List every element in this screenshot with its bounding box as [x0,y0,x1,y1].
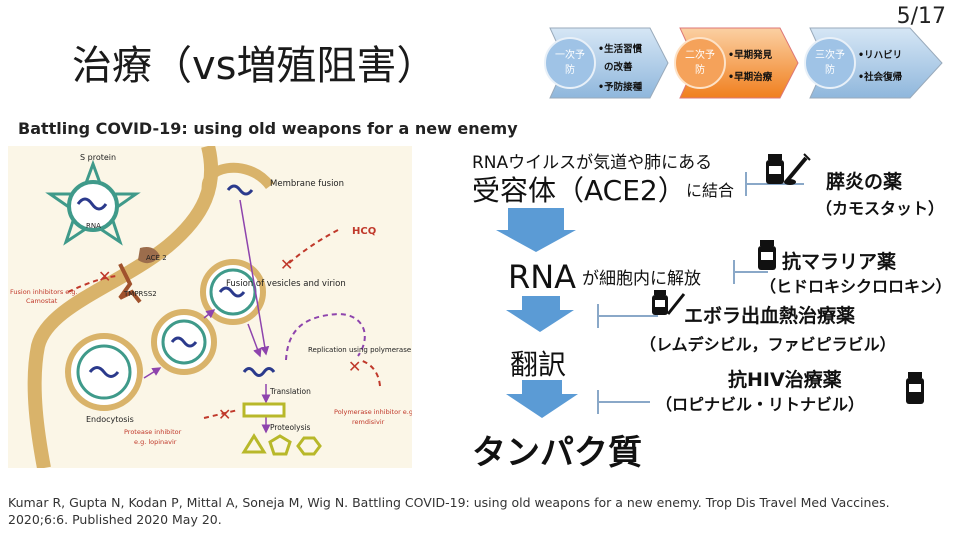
step2-rna: RNA [508,258,576,296]
cell-membrane [27,146,219,468]
protease-block-mark: ✕ [218,405,231,424]
pill-bottle-syringe-icon-2 [652,290,686,315]
inhibition-flow: RNAウイルスが気道や肺にある 受容体（ACE2） に結合 膵炎の薬 （カモスタ… [472,153,952,473]
drug-1-name: 膵炎の薬 [826,170,902,193]
chevron-3-bullet-1: •リハビリ [858,49,902,61]
label-hcq: HCQ [352,226,376,237]
chevron-tertiary-prevention: 三次予 防 •リハビリ •社会復帰 [804,27,943,99]
replication-loop [285,312,366,361]
chevron-1-label-2: 防 [565,63,575,76]
tmprss2-protein [118,263,142,304]
label-membrane-fusion: Membrane fusion [270,179,344,189]
virion-vesicle [151,309,217,375]
label-endocytosis: Endocytosis [86,415,134,424]
membrane-fusion-pocket [201,162,275,196]
label-fusion-vesicles: Fusion of vesicles and virion [226,279,346,289]
chevron-3-label-1: 三次予 [815,48,845,61]
protein-triangle [241,433,267,454]
ace2-receptor [138,247,160,264]
step4-protein: タンパク質 [472,433,642,473]
pill-bottle-icon [758,240,776,270]
chevron-secondary-prevention: 二次予 防 •早期発見 •早期治療 [674,27,799,99]
protein-hexagon [296,436,322,456]
chevron-2-label-2: 防 [695,63,705,76]
prevention-chevrons: 一次予 防 •生活習慣 の改善 •予防接種 二次予 防 •早期発見 •早期治療 … [544,27,943,99]
hcq-block-mark: ✕ [280,255,293,274]
step3-translation: 翻訳 [510,348,566,381]
label-fusion-inhibitors: Fusion inhibitors e.g. [10,288,78,296]
virus-particle [45,159,141,246]
chevron-3-label-2: 防 [825,63,835,76]
step2-release: が細胞内に解放 [582,269,701,289]
label-lopinavir: e.g. lopinavir [134,438,177,446]
chevron-2-bullet-1: •早期発見 [728,49,773,61]
step1-line1: RNAウイルスが気道や肺にある [472,153,712,173]
endocytosis-vesicle [65,333,143,411]
label-ace2: ACE 2 [146,254,167,262]
label-s-protein: S protein [80,153,116,162]
down-arrow-3 [506,380,578,418]
label-translation: Translation [269,387,311,396]
drug-3-name: エボラ出血熱治療薬 [684,304,855,327]
polyprotein [242,402,286,418]
fusion-vesicle [200,259,266,325]
label-remdisivir: remdisivir [352,418,385,426]
slide-title: 治療（vs増殖阻害） [72,43,437,89]
pill-bottle-syringe-icon [766,153,811,185]
drug-2-name: 抗マラリア薬 [782,250,896,273]
chevron-primary-prevention: 一次予 防 •生活習慣 の改善 •予防接種 [544,27,669,99]
chevron-1-label-1: 一次予 [555,48,585,61]
down-arrow-2 [506,296,574,332]
drug-4-name: 抗HIV治療薬 [728,368,842,391]
figure-subtitle: Battling COVID-19: using old weapons for… [18,119,518,138]
step1-receptor: 受容体（ACE2） [472,174,686,207]
chevron-1-bullet-1: •生活習慣 [598,43,643,55]
mechanism-figure: S protein RNA ACE 2 TMPRSS2 ✕ Fusion inh… [8,146,412,468]
label-polymerase-inhibitor: Polymerase inhibitor e.g [334,408,412,416]
chevron-1-bullet-3: •予防接種 [598,81,643,93]
label-replication: Replication using polymerase [308,346,411,354]
chevron-1-bullet-2: の改善 [604,61,633,73]
drug-3-generic: （レムデシビル，ファビピラビル） [640,335,896,354]
drug-4-generic: （ロピナビル・リトナビル） [656,395,864,414]
polymerase-block-mark: ✕ [348,357,361,376]
drug-1-generic: （カモスタット） [816,199,944,218]
step1-bind: に結合 [686,181,734,200]
drug-2-generic: （ヒドロキシクロロキン） [760,277,952,296]
label-tmprss2: TMPRSS2 [123,290,157,298]
chevron-2-bullet-2: •早期治療 [728,71,773,83]
down-arrow-1 [496,208,576,252]
protein-pentagon [268,434,292,456]
label-proteolysis: Proteolysis [270,423,311,432]
page-number: 5/17 [896,4,946,29]
pill-bottle-icon-2 [906,372,924,404]
label-rna: RNA [86,222,101,230]
citation: Kumar R, Gupta N, Kodan P, Mittal A, Son… [8,495,890,527]
fusion-block-mark: ✕ [98,267,111,286]
label-camostat: Camostat [26,297,58,305]
chevron-3-bullet-2: •社会復帰 [858,71,903,83]
label-protease-inhibitor: Protease inhibitor [124,428,182,436]
chevron-2-label-1: 二次予 [685,48,715,61]
